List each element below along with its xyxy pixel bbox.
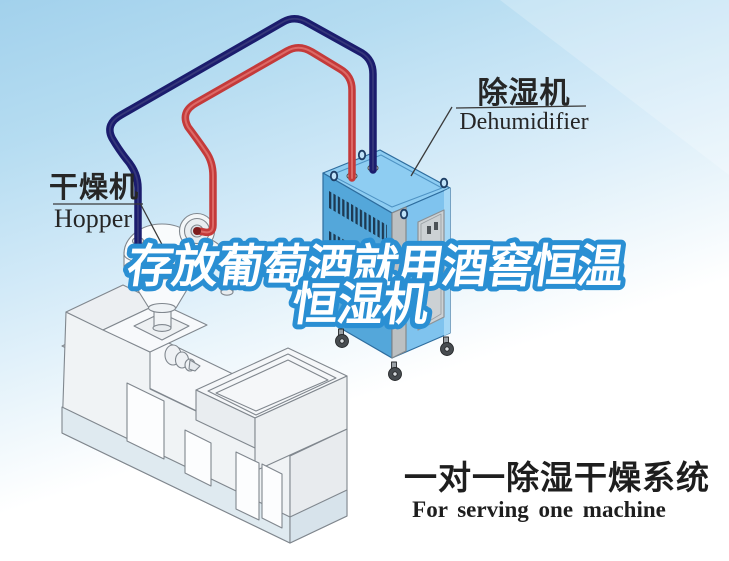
door-button-2 (434, 222, 438, 230)
hopper-leader-line (140, 204, 167, 253)
clamp-box-panel-inner (215, 359, 329, 412)
vent-band-upper (329, 191, 387, 242)
return-air-pipe (106, 15, 377, 250)
eyelet-icon (439, 177, 449, 189)
eyelet-icon (329, 170, 339, 182)
dehumidifier-label-zh: 除湿机 (478, 76, 571, 110)
dehumidifier-unit (322, 149, 454, 381)
eyelet-icon (357, 149, 367, 161)
machine-window-4 (261, 463, 283, 529)
hopper-neck-foot (152, 324, 172, 332)
machine-window-2 (184, 429, 212, 487)
clamp-box-right (254, 375, 348, 472)
caption-en: For serving one machine (412, 497, 666, 522)
caster-wheel (335, 328, 349, 348)
caption-zh: 一对一除湿干燥系统 (404, 459, 710, 497)
hopper-label-zh: 干燥机 (49, 171, 139, 204)
dehumidifier-corner-strip (391, 206, 407, 359)
clamp-box-panel-outer (207, 353, 337, 416)
barrel-tip (188, 359, 201, 372)
headline: 存放葡萄酒就用酒窖恒温 恒湿机 (119, 235, 632, 335)
headline-line-1: 存放葡萄酒就用酒窖恒温 (124, 240, 627, 292)
machine-window-3 (235, 451, 260, 521)
caster-wheel (388, 361, 402, 381)
leader-lines (53, 105, 587, 253)
vent-band-lower (329, 231, 389, 284)
flange-tube-end (220, 288, 234, 296)
dehumidifier-leader-line (410, 106, 453, 177)
supply-pipe-highlight (184, 46, 353, 234)
dehumidifier-door (417, 209, 445, 331)
hopper-label-en: Hopper (54, 204, 132, 233)
dehumidifier-door-inner (420, 213, 442, 327)
machine-window-1 (126, 382, 165, 460)
lifting-eyelets (329, 149, 449, 220)
headline-line-2: 恒湿机 (289, 278, 432, 330)
dehumidifier-underline (455, 105, 587, 109)
hopper-cone-bottom (147, 302, 177, 314)
dehumidifier-label-en: Dehumidifier (459, 109, 588, 135)
return-pipe-tip (134, 243, 142, 249)
supply-air-pipe (181, 44, 356, 237)
sky-light-band (500, 0, 729, 175)
casters (335, 328, 454, 381)
return-pipe-highlight (109, 17, 374, 247)
dehumidifier-edge-highlight (444, 188, 450, 336)
supply-pipe-tip (193, 227, 201, 235)
eyelet-icon (399, 208, 409, 220)
machine-end-band (289, 489, 348, 544)
caster-wheel (440, 336, 454, 356)
door-button-1 (427, 226, 431, 234)
dehumidifier-top-seam (330, 154, 443, 208)
molding-machine (61, 284, 348, 544)
